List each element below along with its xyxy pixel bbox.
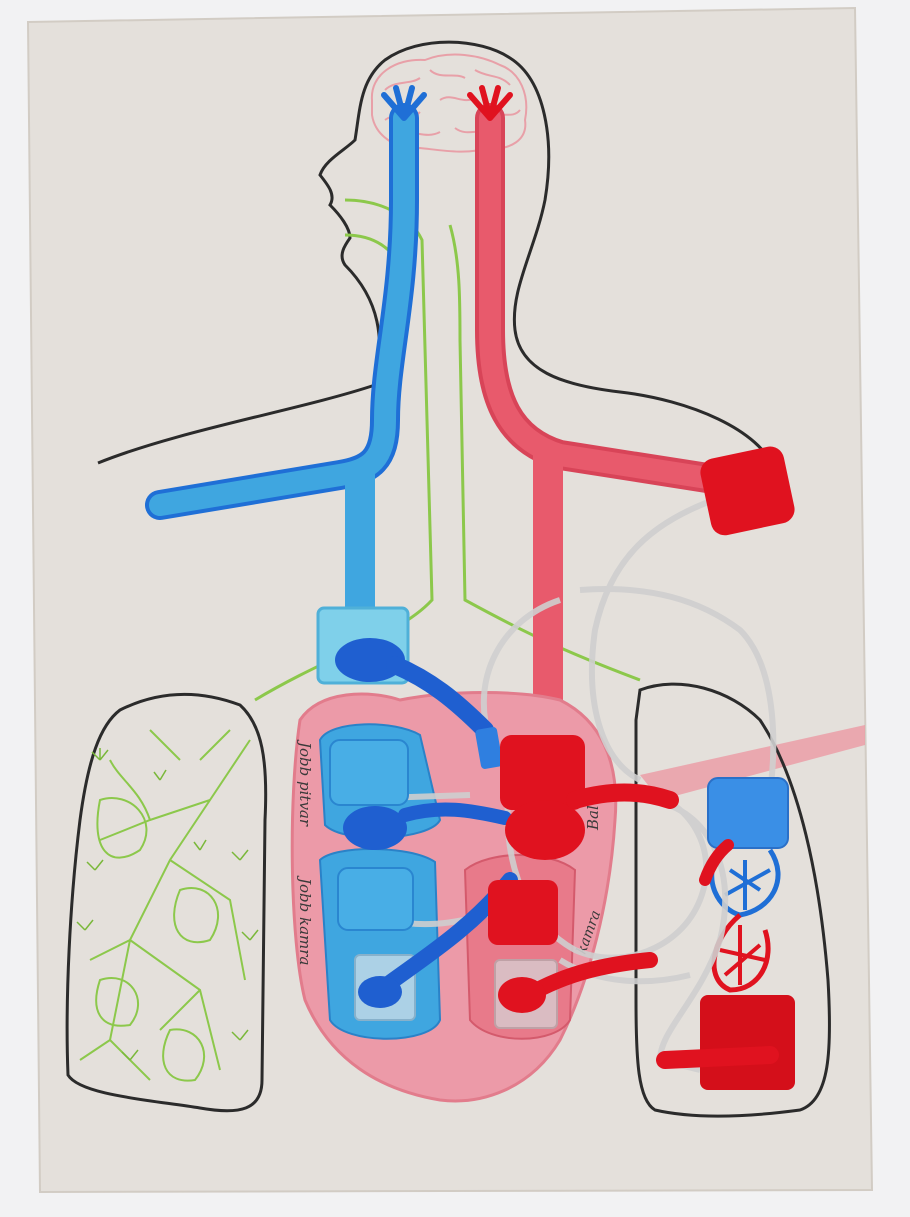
label-left-atrium: Jobb pitvar xyxy=(296,739,314,827)
label-right-atrium: Bal xyxy=(584,805,602,831)
label-left-ventricle: Jobb kamra xyxy=(296,875,314,965)
